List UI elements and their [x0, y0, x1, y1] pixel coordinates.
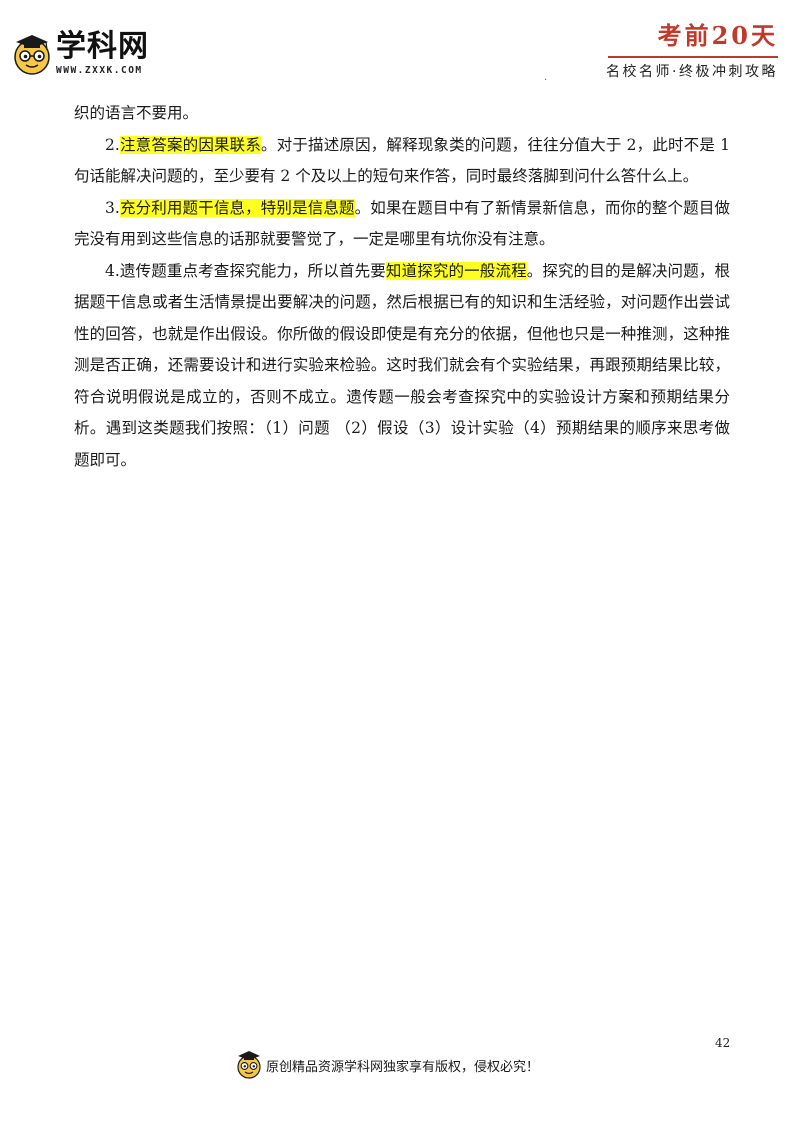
- badge-underline: [608, 56, 778, 58]
- paragraph-3: 3.充分利用题干信息，特别是信息题。如果在题目中有了新情景新信息，而你的整个题目…: [74, 193, 730, 256]
- zxxk-logo: 学科网 WWW.ZXXK.COM: [10, 28, 210, 84]
- page-header: 学科网 WWW.ZXXK.COM 考前20天 名校名师·终极冲刺攻略 .: [0, 0, 800, 96]
- mascot-logo-icon: [14, 35, 50, 75]
- paragraph-text: 。探究的目的是解决问题，根据题干信息或者生活情景提出要解决的问题，然后根据已有的…: [74, 261, 730, 469]
- paragraph-continuation: 织的语言不要用。: [74, 104, 199, 122]
- paragraph-4: 4.遗传题重点考查探究能力，所以首先要知道探究的一般流程。探究的目的是解决问题，…: [74, 256, 730, 477]
- highlighted-text: 注意答案的因果联系: [119, 135, 262, 154]
- exam-badge: 考前20天 名校名师·终极冲刺攻略: [603, 20, 778, 86]
- paragraph-lead: 4.遗传题重点考查探究能力，所以首先要: [105, 261, 386, 280]
- paragraph-2: 2.注意答案的因果联系。对于描述原因，解释现象类的问题，往往分值大于 2，此时不…: [74, 130, 730, 193]
- paragraph-text: 。对于描述原因，解释现象类的问题，往往分值大于 2，此时不是 1 句话能解决问题…: [74, 135, 730, 186]
- header-dot: .: [544, 72, 548, 83]
- item-number: 2.: [105, 135, 120, 154]
- page-footer: 原创精品资源学科网独家享有版权，侵权必究！: [0, 1048, 800, 1088]
- badge-title: 考前20天: [657, 21, 778, 50]
- copyright-notice: 原创精品资源学科网独家享有版权，侵权必究！: [266, 1060, 540, 1075]
- item-number: 3.: [105, 198, 120, 217]
- logo-wordmark: 学科网: [56, 29, 149, 64]
- body-text: 织的语言不要用。 2.注意答案的因果联系。对于描述原因，解释现象类的问题，往往分…: [74, 98, 730, 476]
- logo-url: WWW.ZXXK.COM: [56, 65, 143, 76]
- page-number: 42: [715, 1036, 731, 1050]
- highlighted-text: 充分利用题干信息，特别是信息题: [119, 198, 355, 217]
- badge-subtitle: 名校名师·终极冲刺攻略: [606, 64, 778, 80]
- mascot-footer-icon: [237, 1051, 261, 1079]
- highlighted-text: 知道探究的一般流程: [385, 261, 527, 280]
- paragraph-text: 。如果在题目中有了新情景新信息，而你的整个题目做完没有用到这些信息的话那就要警觉…: [74, 198, 730, 249]
